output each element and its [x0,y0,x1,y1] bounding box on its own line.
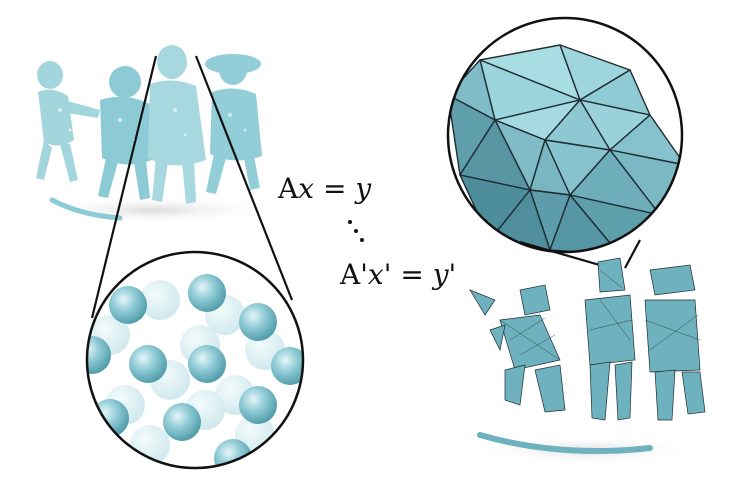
variable-symbol: x [298,172,315,205]
point-cloud-children [35,45,275,224]
result-prime-symbol: y' [432,258,457,291]
equation-transformed: A'x' = y' [340,258,456,291]
left-zoom-lines [90,55,294,319]
mesh-magnifier [446,16,684,254]
mesh-children [469,257,706,464]
right-zoom-lines [519,239,641,270]
equals-sign: = [400,258,424,291]
vertical-ellipsis-icon [346,218,366,248]
equals-sign: = [322,172,347,205]
variable-prime-symbol: x' [367,258,392,291]
point-cloud-magnifier [85,250,305,470]
matrix-prime-symbol: A' [340,258,368,291]
matrix-symbol: A [278,172,299,205]
result-symbol: y [355,172,372,205]
equation-original: Ax = y [278,172,371,205]
